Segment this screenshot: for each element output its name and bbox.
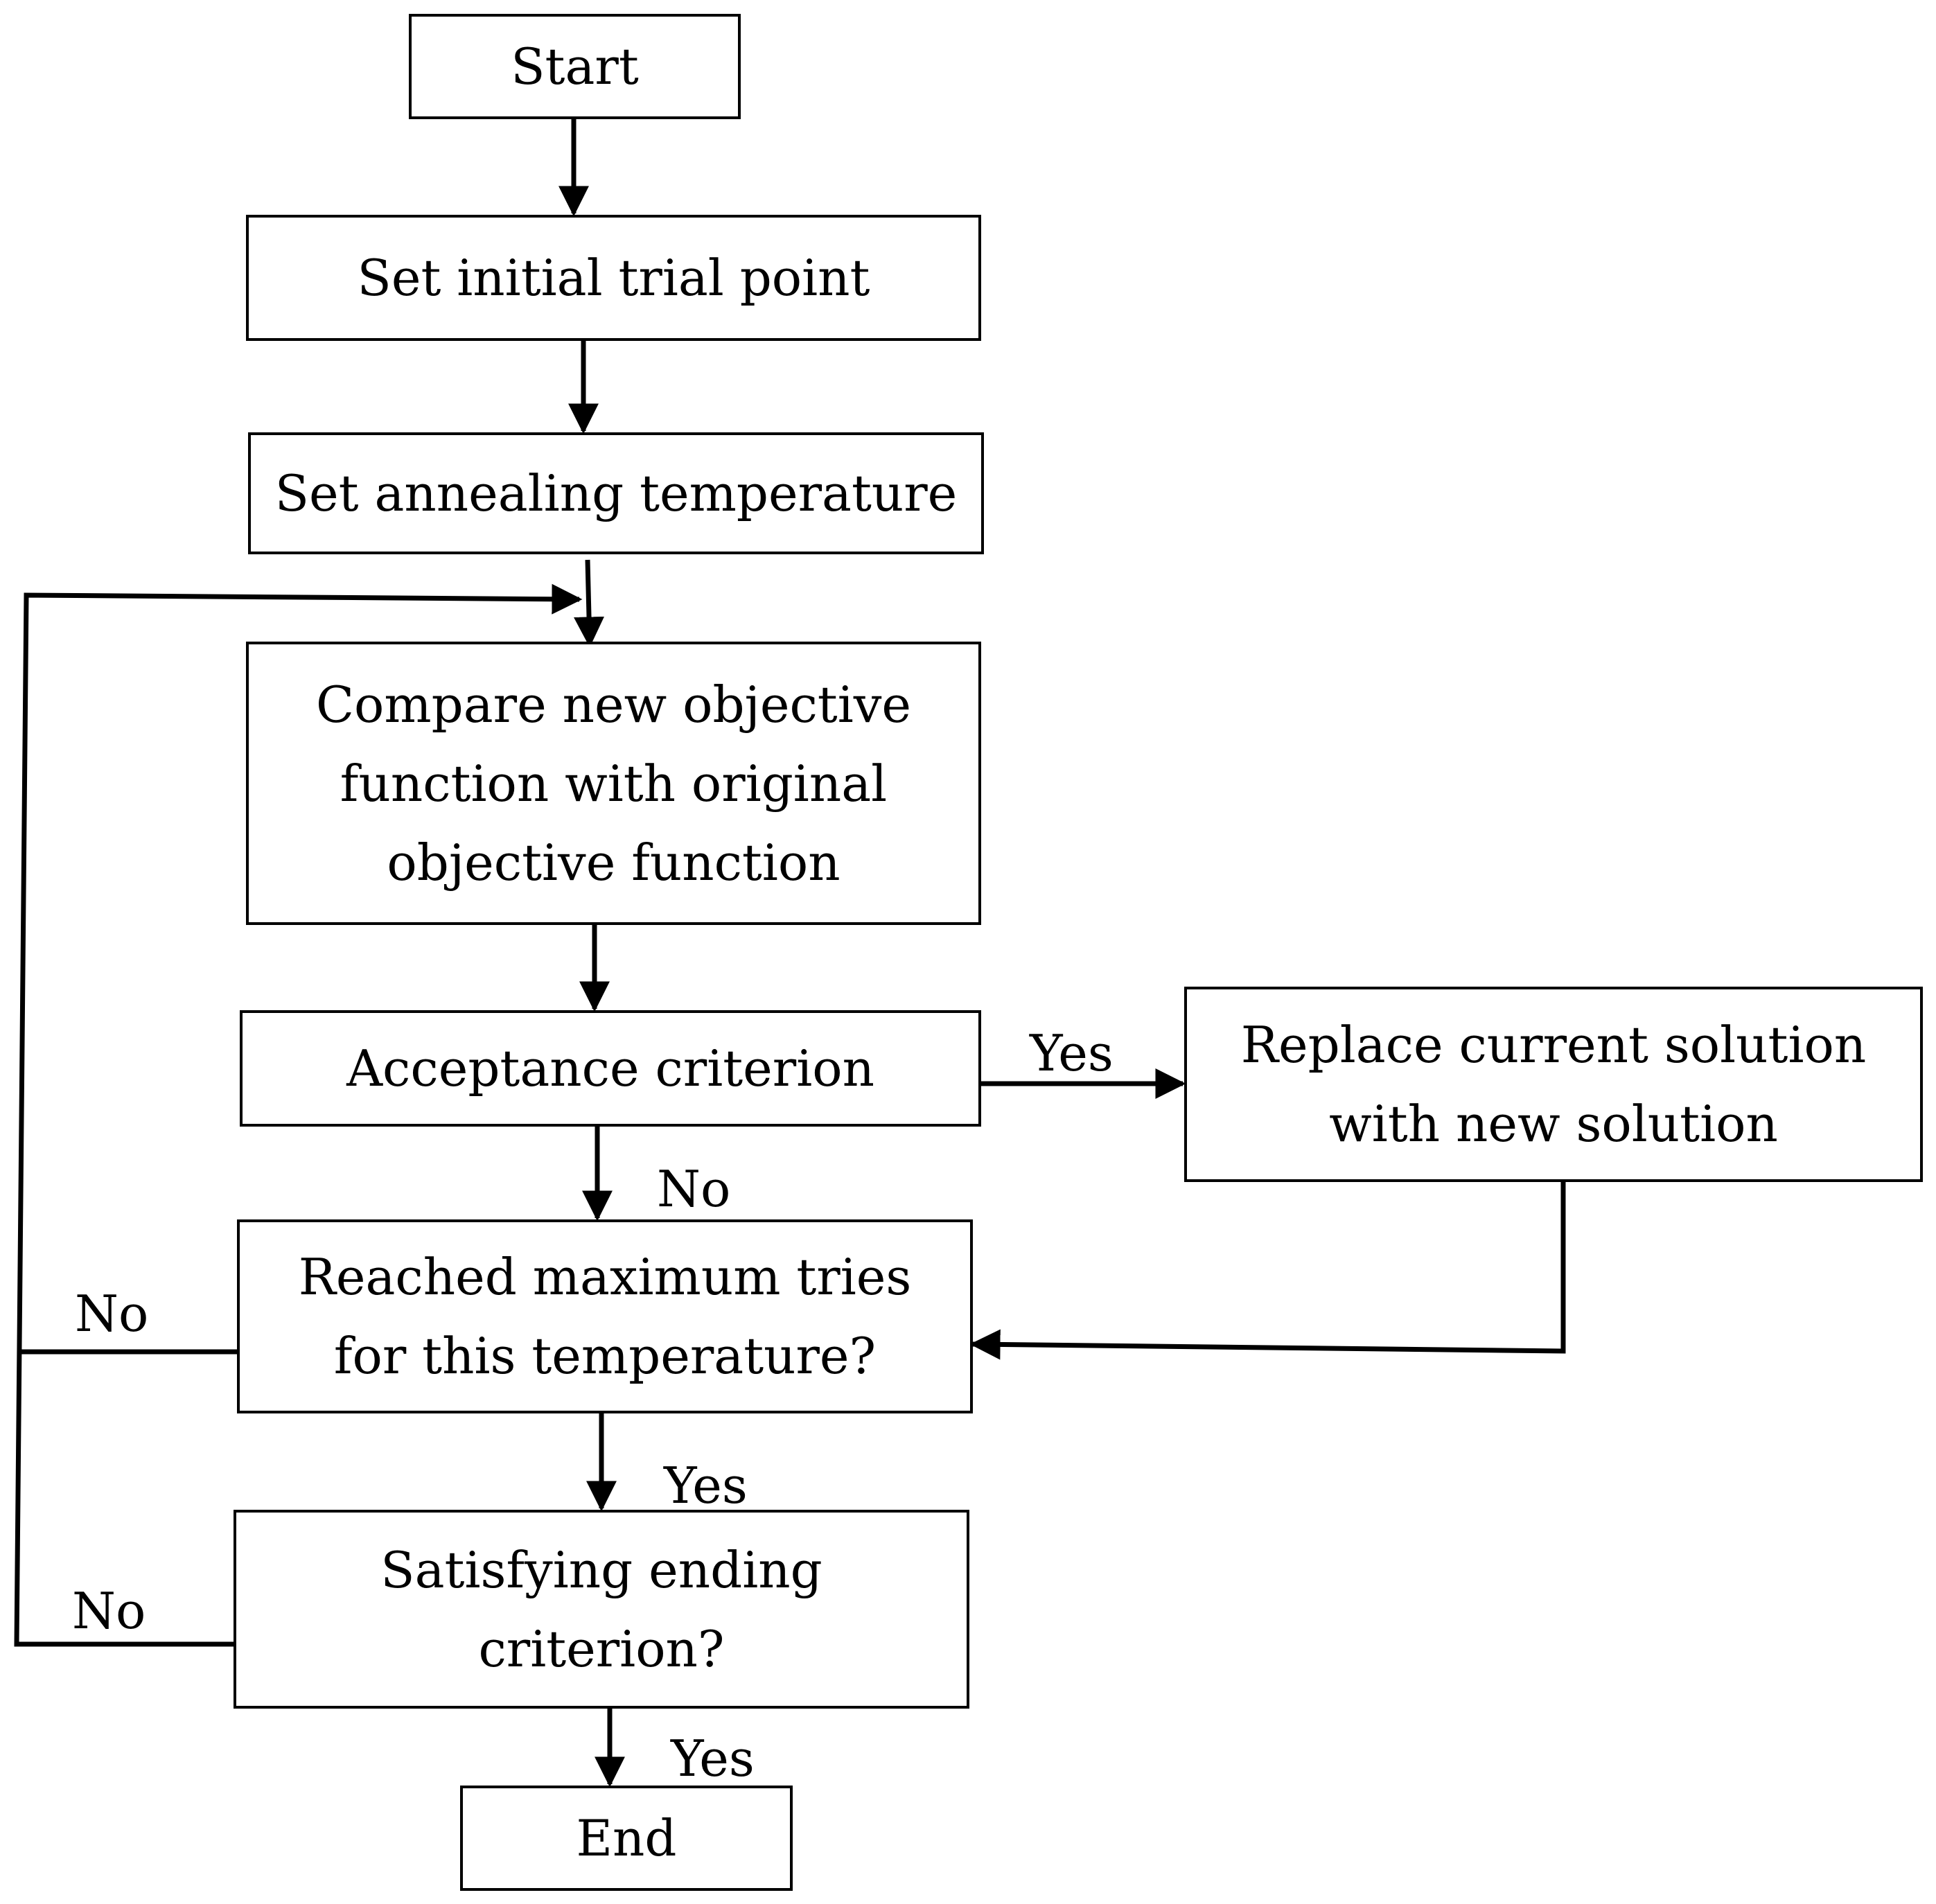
end-node: End <box>460 1786 793 1891</box>
set-annealing-temperature-label: Set annealing temperature <box>274 464 958 522</box>
replace-current-solution-node: Replace current solution with new soluti… <box>1184 987 1923 1182</box>
compare-objective-function-label-line-3: objective function <box>387 833 841 892</box>
compare-objective-function-label-line-2: function with original <box>340 754 888 813</box>
satisfying-ending-criterion-node: Satisfying ending criterion? <box>234 1510 969 1709</box>
set-initial-trial-point-node: Set initial trial point <box>246 215 981 341</box>
compare-objective-function-node: Compare new objective function with orig… <box>246 642 981 925</box>
acceptance-criterion-node: Acceptance criterion <box>240 1010 981 1127</box>
maxtries-no-label: No <box>75 1285 149 1343</box>
ending-no-label: No <box>72 1582 146 1640</box>
end-node-label: End <box>576 1809 677 1867</box>
acceptance-criterion-label: Acceptance criterion <box>346 1039 874 1098</box>
maxtries-yes-label: Yes <box>664 1456 748 1515</box>
compare-objective-function-label-line-1: Compare new objective <box>315 675 912 734</box>
arrow-replace-to-maxtries <box>969 1182 1566 1360</box>
replace-current-solution-label-line-1: Replace current solution <box>1240 1016 1867 1074</box>
ending-yes-label: Yes <box>671 1729 755 1788</box>
start-node-label: Start <box>511 37 639 96</box>
start-node: Start <box>409 14 741 119</box>
acceptance-yes-label: Yes <box>1030 1024 1114 1082</box>
replace-current-solution-label-line-2: with new solution <box>1329 1095 1778 1153</box>
reached-maximum-tries-label-line-2: for this temperature? <box>333 1327 877 1385</box>
arrow-anneal-to-compare <box>574 559 605 648</box>
satisfying-ending-criterion-label-line-1: Satisfying ending <box>380 1540 822 1599</box>
reached-maximum-tries-label-line-1: Reached maximum tries <box>298 1248 912 1306</box>
satisfying-ending-criterion-label-line-2: criterion? <box>478 1619 725 1678</box>
loop-back-to-compare <box>14 583 583 1647</box>
reached-maximum-tries-node: Reached maximum tries for this temperatu… <box>237 1219 973 1413</box>
acceptance-no-label: No <box>657 1160 731 1218</box>
set-initial-trial-point-label: Set initial trial point <box>357 249 870 307</box>
set-annealing-temperature-node: Set annealing temperature <box>248 432 984 554</box>
